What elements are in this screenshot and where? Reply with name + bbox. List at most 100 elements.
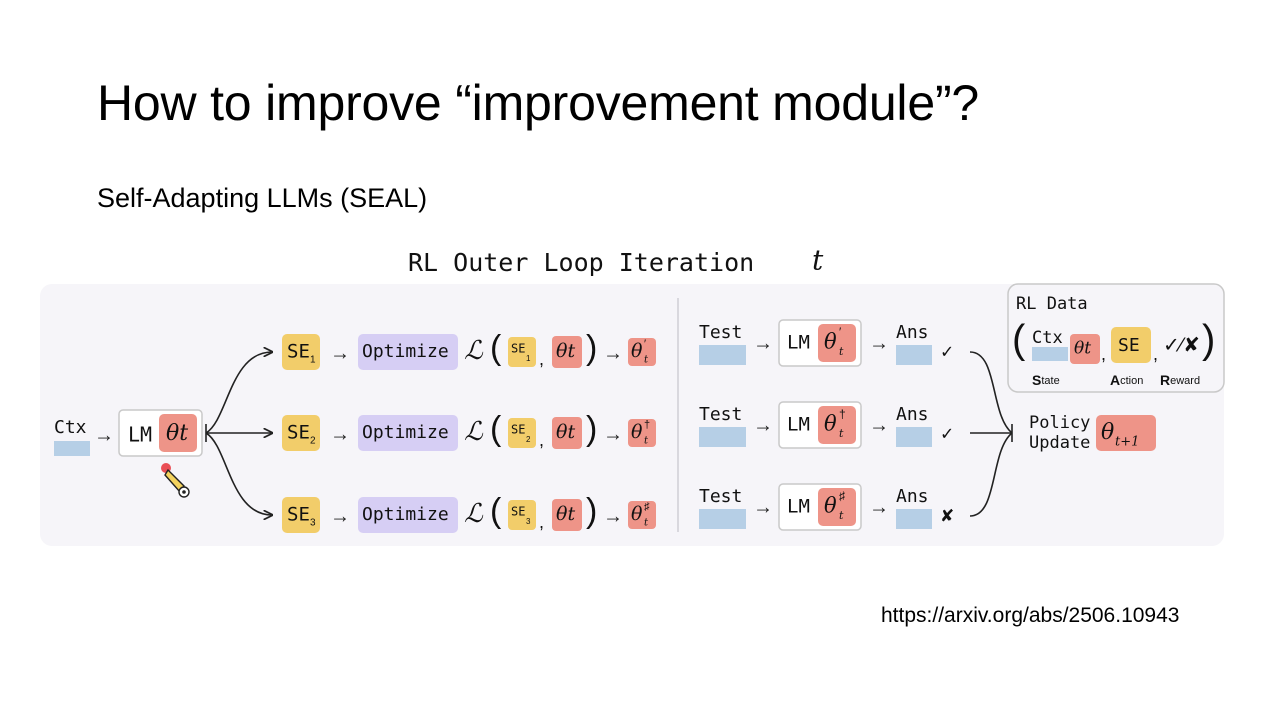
result-theta: θ	[631, 340, 643, 362]
check-icon: ✓	[940, 342, 954, 361]
result-arrow: →	[603, 423, 623, 445]
test-lm-label: LM	[787, 414, 810, 436]
result-theta-sup: †	[644, 419, 650, 431]
loss-close-paren: )	[586, 329, 597, 367]
loss-theta-chip	[552, 417, 582, 449]
result-theta-chip	[628, 501, 656, 529]
test-lm-label: LM	[787, 332, 810, 354]
ans-label: Ans	[896, 322, 929, 343]
lm-theta-chip	[159, 414, 197, 452]
se-label: SE	[287, 504, 310, 526]
se-chip	[282, 334, 320, 370]
test-block	[699, 345, 746, 365]
loss-symbol: ℒ	[464, 336, 484, 366]
test-theta-chip	[818, 324, 856, 362]
test-theta-sub: t	[839, 427, 844, 440]
loss-close-paren: )	[586, 492, 597, 530]
se-subscript: 2	[310, 436, 316, 447]
branch-line-1	[205, 352, 272, 434]
test-label: Test	[699, 486, 742, 507]
loss-se-label: SE	[511, 423, 525, 437]
ctx-label: Ctx	[54, 417, 87, 438]
optimize-label: Optimize	[362, 504, 449, 525]
policy-line1: Policy	[1029, 413, 1090, 433]
result-theta-sup: ′	[644, 338, 646, 350]
se-arrow: →	[330, 423, 350, 445]
se-chip	[282, 497, 320, 533]
check-icon: ✓	[940, 424, 954, 443]
test-block	[699, 427, 746, 447]
loss-se-subscript: 1	[526, 354, 531, 363]
loss-theta: θt	[556, 421, 575, 443]
loss-open-paren: (	[490, 329, 502, 367]
result-theta-chip	[628, 338, 656, 366]
test-theta: θ	[824, 494, 837, 518]
ans-label: Ans	[896, 404, 929, 425]
policy-theta: θ	[1101, 420, 1114, 445]
test-block	[699, 509, 746, 529]
policy-line2: Update	[1029, 433, 1090, 453]
test-theta: θ	[824, 330, 837, 354]
ans-block	[896, 427, 932, 447]
loss-open-paren: (	[490, 492, 502, 530]
loss-comma: ,	[539, 349, 544, 369]
test-label: Test	[699, 322, 742, 343]
result-arrow: →	[603, 505, 623, 527]
se-chip	[282, 415, 320, 451]
diagram-heading-var: t	[812, 244, 824, 277]
diagram-heading: RL Outer Loop Iteration	[408, 248, 754, 277]
rl-data-title: RL Data	[1016, 294, 1088, 314]
optimize-label: Optimize	[362, 341, 449, 362]
loss-comma: ,	[539, 512, 544, 532]
se-label: SE	[287, 341, 310, 363]
paper-link[interactable]: https://arxiv.org/abs/2506.10943	[881, 604, 1180, 627]
rl-data-reward-caption: Reward	[1160, 372, 1200, 388]
rl-data-se-chip	[1111, 327, 1151, 363]
branch-line-3	[205, 432, 272, 515]
ans-block	[896, 345, 932, 365]
slide-subtitle: Self-Adapting LLMs (SEAL)	[97, 183, 428, 213]
rl-data-action-caption: Action	[1110, 372, 1143, 388]
test-arrow: →	[753, 414, 773, 436]
test-theta: θ	[824, 412, 837, 436]
loss-symbol: ℒ	[464, 499, 484, 529]
se-label: SE	[287, 422, 310, 444]
rl-data-se: SE	[1118, 335, 1140, 356]
loss-symbol: ℒ	[464, 417, 484, 447]
ans-arrow: →	[869, 414, 889, 436]
rl-data-comma-1: ,	[1101, 344, 1106, 364]
loss-se-chip	[508, 418, 536, 448]
rl-data-theta: θt	[1074, 339, 1091, 359]
result-theta: θ	[631, 421, 643, 443]
loss-se-label: SE	[511, 342, 525, 356]
result-theta-sub: t	[644, 436, 649, 447]
lm-theta: θt	[166, 421, 188, 446]
loss-theta: θt	[556, 503, 575, 525]
ans-arrow: →	[869, 496, 889, 518]
policy-theta-sub: t+1	[1115, 435, 1139, 450]
loss-se-label: SE	[511, 505, 525, 519]
optimize-label: Optimize	[362, 422, 449, 443]
merge-line-top	[969, 351, 1013, 434]
optimize-chip	[358, 497, 458, 533]
loss-open-paren: (	[490, 410, 502, 448]
pen-cursor-icon	[161, 463, 190, 498]
rl-data-open: (	[1012, 318, 1026, 362]
rl-data-state-caption: State	[1032, 372, 1060, 388]
test-theta-sup: ♯	[839, 489, 845, 503]
optimize-chip	[358, 415, 458, 451]
test-theta-sup: ′	[839, 325, 842, 339]
test-theta-sub: t	[839, 509, 844, 522]
ans-arrow: →	[869, 332, 889, 354]
test-theta-chip	[818, 488, 856, 526]
loss-comma: ,	[539, 430, 544, 450]
test-lm-label: LM	[787, 496, 810, 518]
ans-label: Ans	[896, 486, 929, 507]
loss-close-paren: )	[586, 410, 597, 448]
cross-icon: ✘	[940, 506, 954, 525]
